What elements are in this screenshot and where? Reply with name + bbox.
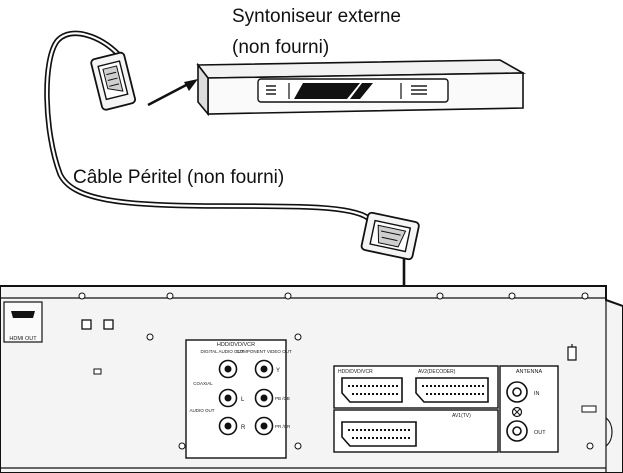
audio-left-jack (218, 388, 238, 408)
small-port (103, 319, 114, 330)
scart-socket-av1-upper (341, 377, 403, 403)
scart-av1-label: AV1(TV) (452, 413, 471, 419)
component-pb-jack (254, 388, 274, 408)
scart-cable (44, 30, 420, 382)
screw (436, 292, 444, 300)
digital-audio-out-label: DIGITAL AUDIO OUT (200, 349, 243, 354)
tuner-side-face (197, 62, 209, 117)
antenna-panel (499, 365, 559, 453)
tuner-label-line2: (non fourni) (232, 37, 330, 58)
antenna-in-jack (506, 381, 528, 403)
screw (166, 292, 174, 300)
coaxial-label: COAXIAL (193, 381, 213, 386)
cable-clip (605, 417, 613, 447)
component-y-label: Y (276, 368, 280, 374)
external-tuner (196, 59, 526, 117)
scart-av2-label: AV2(DECODER) (418, 369, 456, 375)
screw (586, 442, 594, 450)
scart-plug-top (90, 51, 136, 111)
small-port (81, 319, 92, 330)
screw (294, 333, 302, 341)
audio-right-jack (218, 416, 238, 436)
audio-out-label: AUDIO OUT (189, 408, 214, 413)
hdmi-out-label: HDMI OUT (9, 336, 37, 342)
antenna-out-label: OUT (534, 430, 546, 436)
scart-av1-header-label: HDD/DVD/VCR (338, 369, 373, 375)
screw (581, 292, 589, 300)
small-port (93, 368, 102, 375)
power-inlet (567, 346, 577, 361)
scart-cable-label: Câble Péritel (non fourni) (73, 167, 285, 188)
antenna-ground-icon (511, 406, 523, 418)
scart-socket-av2 (415, 377, 489, 403)
av-group-title: HDD/DVD/VCR (217, 342, 255, 348)
screw (178, 442, 186, 450)
recorder-rear-panel: HDMI OUT HDD/DVD/VCR DIGITAL AUDIO OUT C… (0, 285, 623, 473)
tuner-pointer-arrow (147, 81, 191, 107)
scart-socket-av1 (341, 421, 417, 447)
hdmi-port-icon (11, 311, 35, 318)
component-y-jack (254, 359, 274, 379)
screw (294, 442, 302, 450)
coaxial-jack (218, 359, 238, 379)
audio-l-label: L (241, 397, 245, 403)
screw (284, 292, 292, 300)
tuner-display-stripe (350, 83, 373, 99)
tuner-display-window (294, 83, 360, 99)
screw (508, 292, 516, 300)
scart-plug-bottom (360, 211, 420, 261)
cable-line-inner (45, 32, 370, 220)
antenna-label: ANTENNA (516, 369, 543, 375)
tuner-label-line1: Syntoniseur externe (232, 6, 401, 27)
antenna-out-jack (506, 420, 528, 442)
tuner-arrow-head (184, 79, 198, 91)
component-pb-label: PB /CB (275, 396, 290, 401)
screw (78, 292, 86, 300)
hdmi-port-plate (3, 301, 43, 343)
component-video-out-label: COMPONENT VIDEO OUT (236, 349, 291, 354)
antenna-in-label: IN (534, 391, 540, 397)
vent-slot (581, 405, 597, 413)
screw (146, 333, 154, 341)
component-pr-jack (254, 416, 274, 436)
audio-r-label: R (241, 425, 246, 431)
component-pr-label: PR /CR (275, 424, 291, 429)
